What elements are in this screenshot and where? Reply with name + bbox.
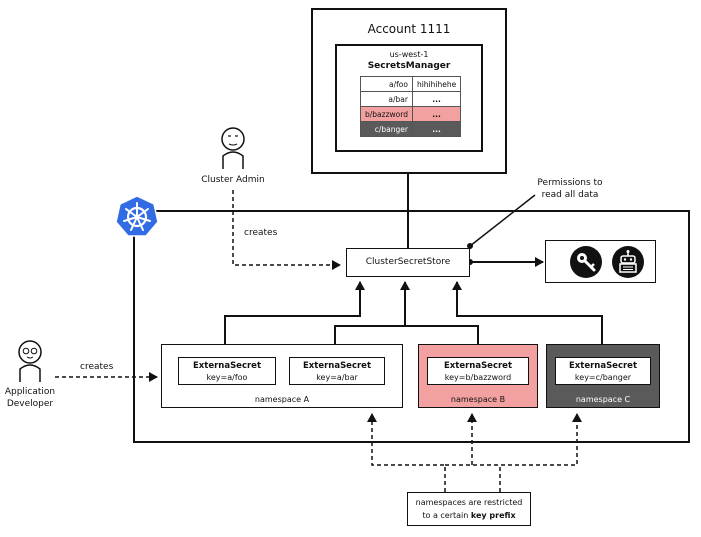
external-secret-title: ExternaSecret [568,361,638,371]
permissions-label-line1: Permissions to [537,178,603,188]
cluster-admin-label: Cluster Admin [201,175,265,185]
external-secret-key: key=a/foo [206,373,248,382]
admin-creates-label: creates [244,228,278,238]
secret-value: ... [411,91,462,107]
namespace-c-box: ExternaSecret key=c/banger namespace C [546,344,660,408]
secret-row: b/bazzword... [360,106,462,122]
provider-box [545,240,656,283]
secret-key: a/foo [360,76,413,92]
namespace-a-box: ExternaSecret key=a/foo ExternaSecret ke… [161,344,403,408]
secret-row: a/bar... [360,91,462,107]
external-secret-title: ExternaSecret [443,361,513,371]
external-secret-title: ExternaSecret [192,361,262,371]
secret-value: hihihihehe [411,76,462,92]
note-line2-prefix: to a certain [422,511,471,520]
external-secret-c-banger: ExternaSecret key=c/banger [555,357,651,385]
secrets-manager-region: us-west-1 [389,50,429,59]
robot-icon [612,246,644,278]
note-line2-bold: key prefix [470,511,516,520]
app-developer-label-line2: Developer [6,399,54,409]
app-developer-figure [18,340,42,382]
external-secret-b-bazzword: ExternaSecret key=b/bazzword [427,357,529,385]
app-developer-label-line1: Application [4,387,56,397]
ns-c-to-store-arrow [452,281,603,344]
external-secret-title: ExternaSecret [302,361,372,371]
ns-ab-to-store-arrow [334,325,479,344]
permissions-label-line2: read all data [541,190,599,200]
account-title: Account 1111 [367,22,451,36]
permissions-callout-line [469,194,536,247]
namespace-a-label: namespace A [254,395,310,404]
external-secret-key: key=c/banger [574,373,632,382]
external-secret-key: key=b/bazzword [444,373,512,382]
namespace-b-box: ExternaSecret key=b/bazzword namespace B [418,344,538,408]
cluster-admin-figure [221,127,245,169]
restriction-note-box: namespaces are restricted to a certain k… [407,492,531,526]
secret-value: ... [411,106,462,122]
note-to-ns-a-arrow [367,413,446,492]
secret-key: a/bar [360,91,413,107]
admin-creates-arrow [232,190,341,270]
developer-creates-label: creates [80,362,114,372]
kubernetes-logo-icon [115,195,159,237]
note-line1: namespaces are restricted [415,498,523,507]
external-secret-a-bar: ExternaSecret key=a/bar [289,357,385,385]
secret-value: ... [411,121,462,137]
note-to-ns-c-arrow [499,413,582,492]
kubernetes-cluster-frame [133,210,690,443]
note-line2: to a certain key prefix [408,511,530,520]
cluster-secret-store-label: ClusterSecretStore [365,257,451,267]
ns-a-to-store-arrow [224,281,365,344]
secret-key: c/banger [360,121,413,137]
secret-row: c/banger... [360,121,462,137]
namespace-b-label: namespace B [450,395,506,404]
external-secret-a-foo: ExternaSecret key=a/foo [178,357,276,385]
cluster-secret-store-box: ClusterSecretStore [346,248,470,277]
secrets-manager-title: SecretsManager [367,61,451,71]
key-icon [570,246,602,278]
namespace-c-label: namespace C [575,395,631,404]
external-secret-key: key=a/bar [316,373,358,382]
aws-account-box: Account 1111 us-west-1 SecretsManager a/… [311,8,507,174]
secret-key: b/bazzword [360,106,413,122]
